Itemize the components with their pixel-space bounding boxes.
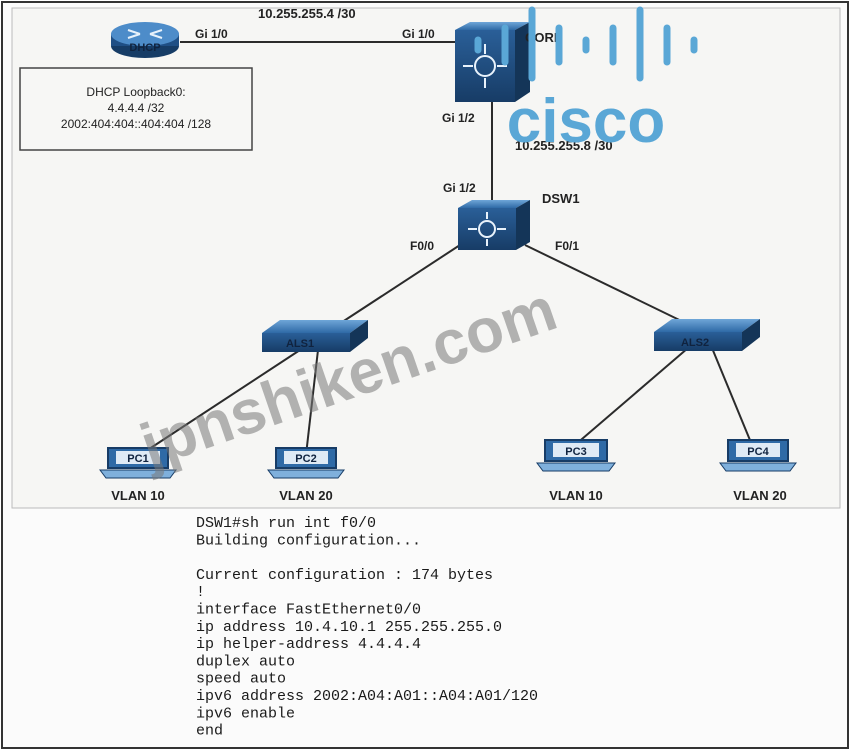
iface-dsw1-f00: F0/0 [410, 239, 434, 253]
dsw1-label: DSW1 [542, 191, 580, 206]
cisco-bars-icon [474, 6, 698, 82]
cisco-wordmark: cisco [507, 87, 666, 156]
pc3[interactable]: PC3 [536, 439, 616, 472]
router-arrows-icon [127, 29, 163, 39]
multilayer-switch-icon [468, 212, 506, 246]
pc3-label: PC3 [565, 446, 586, 458]
als1-label: ALS1 [286, 338, 314, 350]
link-dsw1-als1 [329, 244, 461, 331]
dhcp-box-line3: 2002:404:404::404:404 /128 [61, 117, 211, 131]
dhcp-info-box: DHCP Loopback0: 4.4.4.4 /32 2002:404:404… [19, 67, 253, 151]
terminal-line: DSW1#sh run int f0/0 [196, 515, 376, 532]
als1-switch[interactable]: ALS1 [262, 320, 368, 352]
terminal-line: Building configuration... [196, 532, 421, 549]
dhcp-label: DHCP [129, 42, 160, 54]
terminal-line: end [196, 723, 223, 740]
link-als1-pc2 [305, 349, 319, 456]
link-dsw1-als2 [524, 244, 701, 331]
vlan-pc1: VLAN 10 [111, 488, 164, 503]
iface-dhcp-gi10: Gi 1/0 [195, 27, 228, 41]
terminal-line: ip helper-address 4.4.4.4 [196, 636, 421, 653]
iface-core-gi10: Gi 1/0 [402, 27, 435, 41]
terminal-line: speed auto [196, 671, 286, 688]
terminal-line: ipv6 address 2002:A04:A01::A04:A01/120 [196, 688, 538, 705]
dhcp-box-line2: 4.4.4.4 /32 [108, 101, 165, 115]
multilayer-switch-icon [463, 44, 507, 88]
iface-dsw1-gi12: Gi 1/2 [443, 181, 476, 195]
pc4-label: PC4 [747, 446, 769, 458]
pc2[interactable]: PC2 [267, 447, 345, 479]
terminal-line: ! [196, 584, 205, 601]
vlan-pc4: VLAN 20 [733, 488, 786, 503]
terminal-line: interface FastEthernet0/0 [196, 602, 421, 619]
link-lines [139, 41, 753, 456]
subnet-core-dhcp: 10.255.255.4 /30 [258, 6, 356, 21]
vlan-pc3: VLAN 10 [549, 488, 602, 503]
link-als1-pc1 [139, 349, 301, 456]
dhcp-box-line1: DHCP Loopback0: [86, 85, 185, 99]
pc1-label: PC1 [127, 453, 148, 465]
als2-label: ALS2 [681, 337, 709, 349]
terminal-line: ip address 10.4.10.1 255.255.255.0 [196, 619, 502, 636]
dhcp-router[interactable]: DHCP [111, 22, 179, 58]
pc4[interactable]: PC4 [719, 439, 797, 472]
pc2-label: PC2 [295, 453, 316, 465]
iface-dsw1-f01: F0/1 [555, 239, 579, 253]
pc1[interactable]: PC1 [99, 447, 177, 479]
link-als2-pc4 [711, 347, 753, 446]
als2-switch[interactable]: ALS2 [654, 319, 760, 351]
terminal-line: duplex auto [196, 653, 295, 670]
vlan-pc2: VLAN 20 [279, 488, 332, 503]
terminal-line: Current configuration : 174 bytes [196, 567, 493, 584]
link-als2-pc3 [574, 347, 689, 446]
terminal-line: ipv6 enable [196, 705, 295, 722]
cisco-logo: cisco [474, 6, 698, 156]
dsw1-switch[interactable] [458, 200, 530, 250]
subnet-core-dsw1: 10.255.255.8 /30 [515, 138, 613, 153]
iface-core-gi12: Gi 1/2 [442, 111, 475, 125]
